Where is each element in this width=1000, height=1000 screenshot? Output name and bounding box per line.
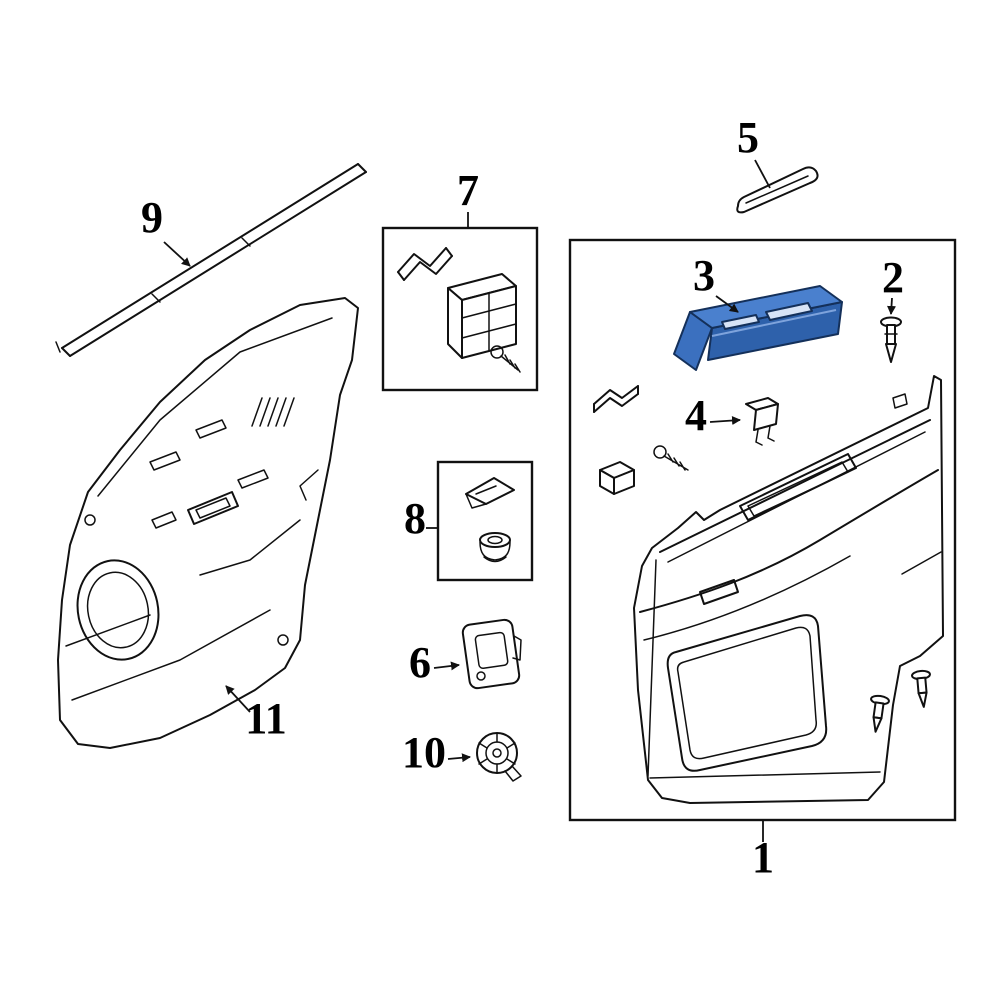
callout-11-label[interactable]: 11 [245, 694, 287, 743]
part-9-belt-molding [55, 163, 367, 357]
callout-5-leader [754, 159, 771, 189]
part-11-inner-panel [57, 297, 359, 749]
part-7-box [381, 226, 539, 392]
callout-7-label[interactable]: 7 [457, 166, 479, 215]
callout-9-label[interactable]: 9 [141, 193, 163, 242]
callout-10-label[interactable]: 10 [402, 728, 446, 777]
callout-11-leader [225, 685, 251, 713]
part-1-door-trim-panel [633, 375, 944, 804]
part-4-clip [745, 397, 779, 446]
part-3-window-switch-bezel-highlighted[interactable] [673, 285, 843, 371]
callout-8-label[interactable]: 8 [404, 494, 426, 543]
callout-2-leader [887, 297, 896, 315]
callout-9-leader [163, 241, 191, 267]
callout-6-label[interactable]: 6 [409, 638, 431, 687]
part-1-loose-clips [593, 385, 689, 495]
callout-5-label[interactable]: 5 [737, 113, 759, 162]
part-2-push-pin [880, 316, 902, 363]
callout-10-leader [447, 753, 471, 763]
callout-3-label[interactable]: 3 [693, 251, 715, 300]
part-10-grommet [476, 732, 522, 782]
part-6-switch [461, 618, 522, 690]
callout-2-label[interactable]: 2 [882, 253, 904, 302]
callout-4-label[interactable]: 4 [685, 391, 707, 440]
part-1-lower-pins [870, 669, 931, 733]
callout-6-leader [433, 661, 460, 671]
callout-1-label[interactable]: 1 [752, 833, 774, 882]
part-5-applique [736, 166, 819, 214]
callout-3-leader [715, 295, 739, 313]
callout-4-leader [709, 416, 741, 426]
part-8-hardware [465, 477, 515, 563]
part-7-hardware [397, 247, 521, 373]
part-8-box [436, 460, 534, 582]
